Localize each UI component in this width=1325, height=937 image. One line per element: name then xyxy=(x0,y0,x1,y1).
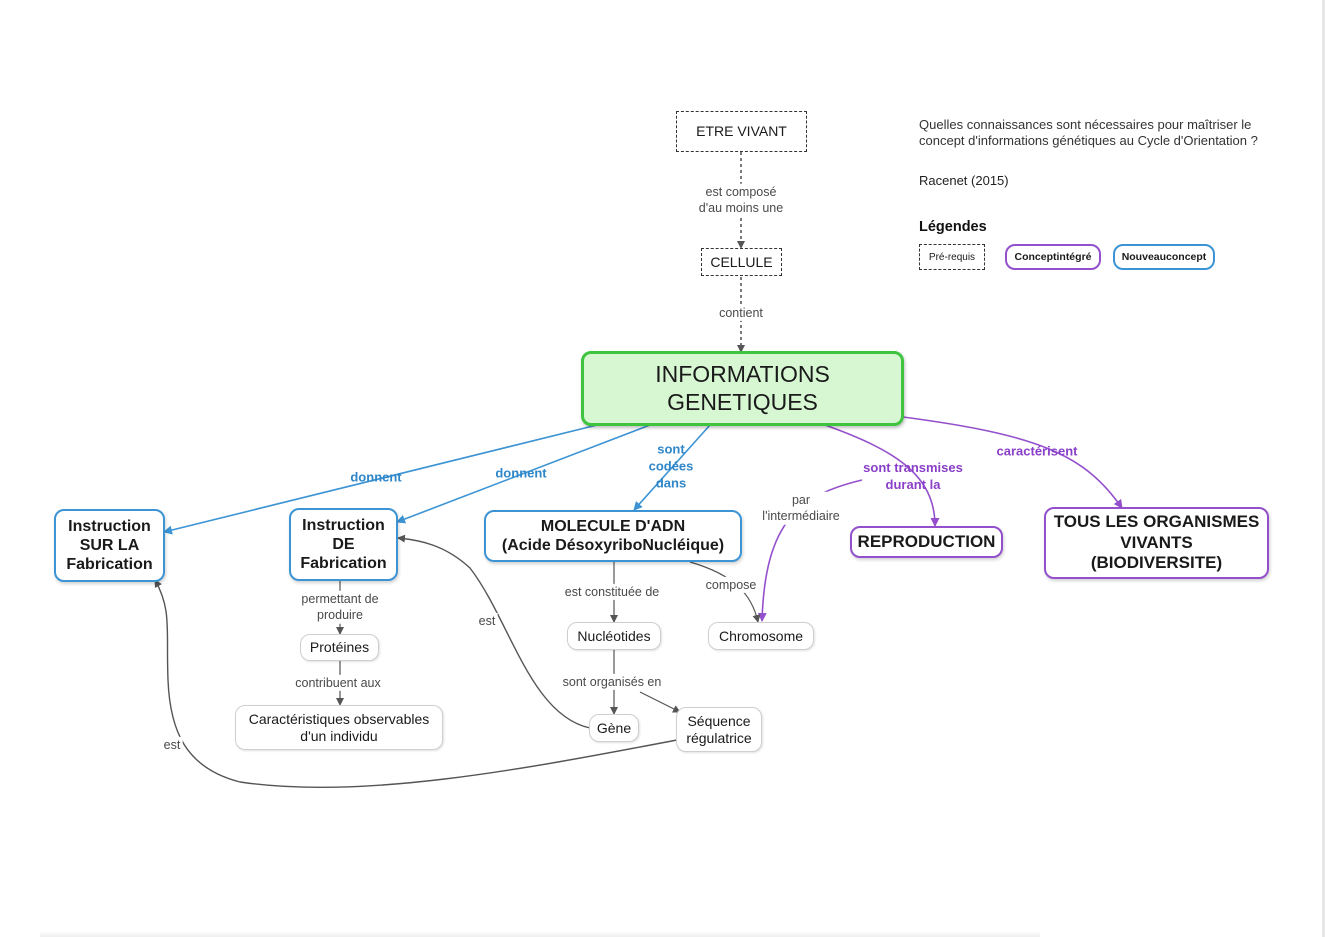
label-est-gene: est xyxy=(476,612,498,630)
label-caracterisent: caractérisent xyxy=(996,443,1078,459)
label-permettant: permettant de produire xyxy=(299,590,381,624)
node-instruction-sur[interactable]: Instruction SUR LA Fabrication xyxy=(54,509,165,582)
label-est-compose: est composé d'au moins une xyxy=(696,183,786,217)
node-sequence-regulatrice[interactable]: Séquence régulatrice xyxy=(676,707,762,752)
node-caracteristiques[interactable]: Caractéristiques observables d'un indivi… xyxy=(235,705,443,750)
edge-sequence-instr-sur xyxy=(154,579,678,789)
label-sont-transmises: sont transmises durant la xyxy=(863,460,963,492)
label-contient: contient xyxy=(717,304,765,322)
edge-info-adn xyxy=(633,424,711,511)
label-donnent-1: donnent xyxy=(350,469,402,485)
edge-info-organismes xyxy=(902,416,1123,509)
author-text: Racenet (2015) xyxy=(919,173,1009,188)
label-par-intermediaire: par l'intermédiaire xyxy=(760,491,842,525)
label-donnent-2: donnent xyxy=(495,465,547,481)
page-edge xyxy=(1322,0,1325,937)
label-compose-chromosome: compose xyxy=(703,576,759,594)
edge-info-instr-sur xyxy=(163,424,598,535)
label-sont-codees: sont codées dans xyxy=(648,441,694,491)
edge-gene-instr-de xyxy=(397,534,591,729)
edge-nucleotides-sequence xyxy=(639,691,681,713)
node-organismes-vivants[interactable]: TOUS LES ORGANISMES VIVANTS (BIODIVERSIT… xyxy=(1044,507,1269,579)
page-bottom-shadow xyxy=(40,931,1040,937)
node-reproduction[interactable]: REPRODUCTION xyxy=(850,526,1003,558)
legend-nouveau-concept: Nouveauconcept xyxy=(1113,244,1215,270)
node-etre-vivant[interactable]: ETRE VIVANT xyxy=(676,111,807,152)
edge-info-reproduction xyxy=(824,424,940,527)
node-molecule-adn[interactable]: MOLECULE D'ADN (Acide DésoxyriboNucléiqu… xyxy=(484,510,742,562)
label-contribuent: contribuent aux xyxy=(293,674,383,692)
label-est-sequence: est xyxy=(161,736,183,754)
label-constituee: est constituée de xyxy=(562,583,662,601)
node-instruction-de[interactable]: Instruction DE Fabrication xyxy=(289,508,398,581)
edge-info-instr-de xyxy=(396,424,651,524)
question-text: Quelles connaissances sont nécessaires p… xyxy=(919,117,1258,149)
node-chromosome[interactable]: Chromosome xyxy=(708,622,814,650)
node-gene[interactable]: Gène xyxy=(589,714,639,742)
legend-concept-integre: Conceptintégré xyxy=(1005,244,1101,270)
legend-prerequis: Pré-requis xyxy=(919,244,985,270)
label-organises: sont organisés en xyxy=(560,673,664,691)
legend-title: Légendes xyxy=(919,219,987,235)
node-proteines[interactable]: Protéines xyxy=(300,634,379,661)
node-nucleotides[interactable]: Nucléotides xyxy=(567,622,661,650)
node-informations-genetiques[interactable]: INFORMATIONS GENETIQUES xyxy=(581,351,904,426)
node-cellule[interactable]: CELLULE xyxy=(701,248,782,276)
